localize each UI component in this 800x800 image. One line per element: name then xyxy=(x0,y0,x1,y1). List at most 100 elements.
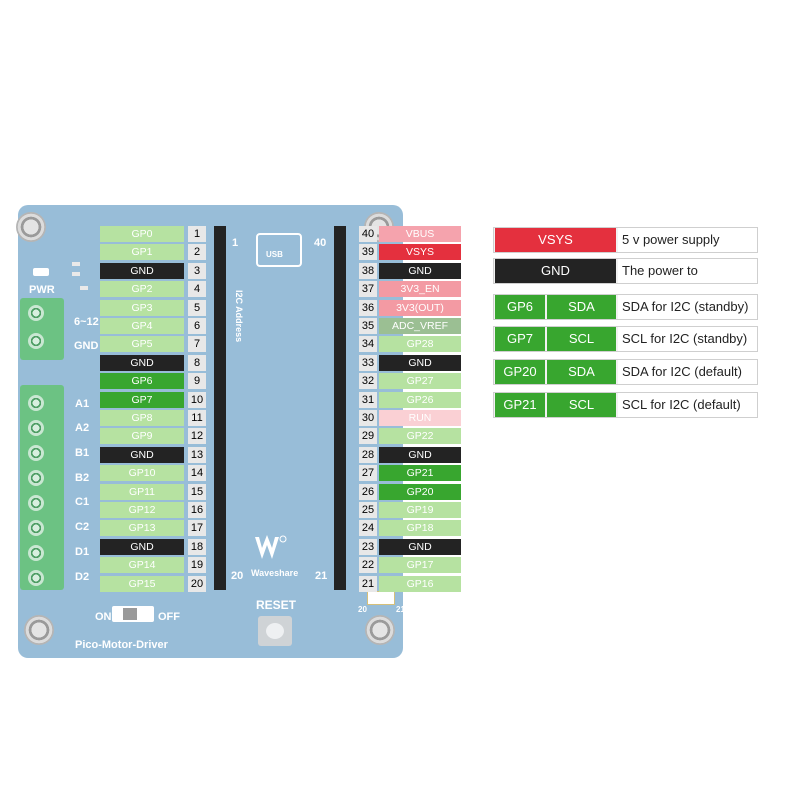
header-pin-20-marker: 20 xyxy=(231,570,244,582)
pin-label-left: GP7 xyxy=(100,392,184,408)
gnd-terminal-label: GND xyxy=(74,340,99,352)
pin-label-right: GP21 xyxy=(379,465,461,481)
legend-description: SDA for I2C (default) xyxy=(618,360,757,384)
motor-label-c2: C2 xyxy=(75,521,90,533)
pin-number-left: 8 xyxy=(188,355,206,371)
pin-number-left: 4 xyxy=(188,281,206,297)
pin-label-right: GP16 xyxy=(379,576,461,592)
legend-function: SDA xyxy=(547,295,616,319)
pin-label-right: GP18 xyxy=(379,520,461,536)
pin-number-left: 1 xyxy=(188,226,206,242)
pin-number-right: 38 xyxy=(359,263,377,279)
legend-description: 5 v power supply xyxy=(618,228,757,252)
voltage-label: 6~12 xyxy=(74,316,99,328)
legend-pin: GP21 xyxy=(495,393,545,417)
pin-label-left: GP5 xyxy=(100,336,184,352)
legend-description: SDA for I2C (standby) xyxy=(618,295,757,319)
pin-number-right: 40 xyxy=(359,226,377,242)
pin-number-left: 12 xyxy=(188,428,206,444)
pin-number-left: 2 xyxy=(188,244,206,260)
pin-label-right: GP20 xyxy=(379,484,461,500)
usb-outline xyxy=(256,233,302,267)
pin-label-right: RUN xyxy=(379,410,461,426)
pin-number-right: 21 xyxy=(359,576,377,592)
pin-label-left: GP4 xyxy=(100,318,184,334)
pin-label-left: GP12 xyxy=(100,502,184,518)
pin-label-left: GP9 xyxy=(100,428,184,444)
pin-label-right: GND xyxy=(379,355,461,371)
usb-label: USB xyxy=(266,250,283,259)
pin-label-left: GP3 xyxy=(100,300,184,316)
pin-number-right: 34 xyxy=(359,336,377,352)
reset-button-cap[interactable] xyxy=(266,623,284,639)
pin-number-left: 7 xyxy=(188,336,206,352)
legend-pin: GP6 xyxy=(495,295,545,319)
pin-number-left: 6 xyxy=(188,318,206,334)
power-led xyxy=(33,268,49,276)
terminal-screw xyxy=(28,470,44,486)
motor-label-a1: A1 xyxy=(75,398,90,410)
terminal-screw xyxy=(28,445,44,461)
pin-number-left: 9 xyxy=(188,373,206,389)
motor-label-b1: B1 xyxy=(75,447,90,459)
motor-label-b2: B2 xyxy=(75,472,90,484)
smd-component xyxy=(72,272,80,276)
pin-number-right: 39 xyxy=(359,244,377,260)
pin-number-left: 16 xyxy=(188,502,206,518)
pin-label-left: GP14 xyxy=(100,557,184,573)
pin-number-left: 11 xyxy=(188,410,206,426)
pin-label-right: 3V3_EN xyxy=(379,281,461,297)
connector-label-21: 21 xyxy=(396,605,405,614)
power-switch-knob[interactable] xyxy=(123,608,137,620)
pin-label-left: GP2 xyxy=(100,281,184,297)
header-pin-1-marker: 1 xyxy=(232,237,239,249)
pin-label-left: GP8 xyxy=(100,410,184,426)
brand-label: Waveshare xyxy=(251,568,299,578)
pin-number-right: 25 xyxy=(359,502,377,518)
pin-number-left: 15 xyxy=(188,484,206,500)
terminal-screw xyxy=(28,495,44,511)
pin-label-left: GP1 xyxy=(100,244,184,260)
pin-number-right: 28 xyxy=(359,447,377,463)
pin-header-right xyxy=(334,226,346,590)
pin-number-right: 24 xyxy=(359,520,377,536)
smd-component xyxy=(72,262,80,266)
pin-number-right: 30 xyxy=(359,410,377,426)
legend-pin: GP7 xyxy=(495,327,545,351)
pin-label-left: GP0 xyxy=(100,226,184,242)
pin-number-right: 23 xyxy=(359,539,377,555)
switch-on-label: ON xyxy=(95,611,112,623)
pin-label-left: GP13 xyxy=(100,520,184,536)
legend-description: The power to xyxy=(618,259,757,283)
motor-label-a2: A2 xyxy=(75,422,90,434)
motor-label-c1: C1 xyxy=(75,496,90,508)
pin-label-left: GND xyxy=(100,539,184,555)
mounting-hole-bottom-left xyxy=(24,615,54,645)
smd-component xyxy=(80,286,88,290)
reset-label: RESET xyxy=(256,598,297,612)
header-pin-21-marker: 21 xyxy=(315,570,328,582)
pin-header-left xyxy=(214,226,226,590)
legend-pin: VSYS xyxy=(495,228,616,252)
pin-label-right: GND xyxy=(379,263,461,279)
pin-label-left: GP6 xyxy=(100,373,184,389)
switch-off-label: OFF xyxy=(158,611,180,623)
pin-label-left: GND xyxy=(100,263,184,279)
legend-pin: GP20 xyxy=(495,360,545,384)
pin-label-right: GP28 xyxy=(379,336,461,352)
motor-label-d2: D2 xyxy=(75,571,90,583)
motor-label-d1: D1 xyxy=(75,546,90,558)
pin-label-right: VSYS xyxy=(379,244,461,260)
terminal-screw xyxy=(28,305,44,321)
terminal-screw xyxy=(28,520,44,536)
pin-label-right: VBUS xyxy=(379,226,461,242)
pin-number-left: 14 xyxy=(188,465,206,481)
legend-description: SCL for I2C (standby) xyxy=(618,327,757,351)
legend-pin: GND xyxy=(495,259,616,283)
legend-function: SCL xyxy=(547,327,616,351)
pin-number-right: 32 xyxy=(359,373,377,389)
pin-number-left: 18 xyxy=(188,539,206,555)
i2c-address-label: I2C Address xyxy=(234,290,244,343)
pin-number-left: 10 xyxy=(188,392,206,408)
mounting-hole-top-left xyxy=(16,212,46,242)
